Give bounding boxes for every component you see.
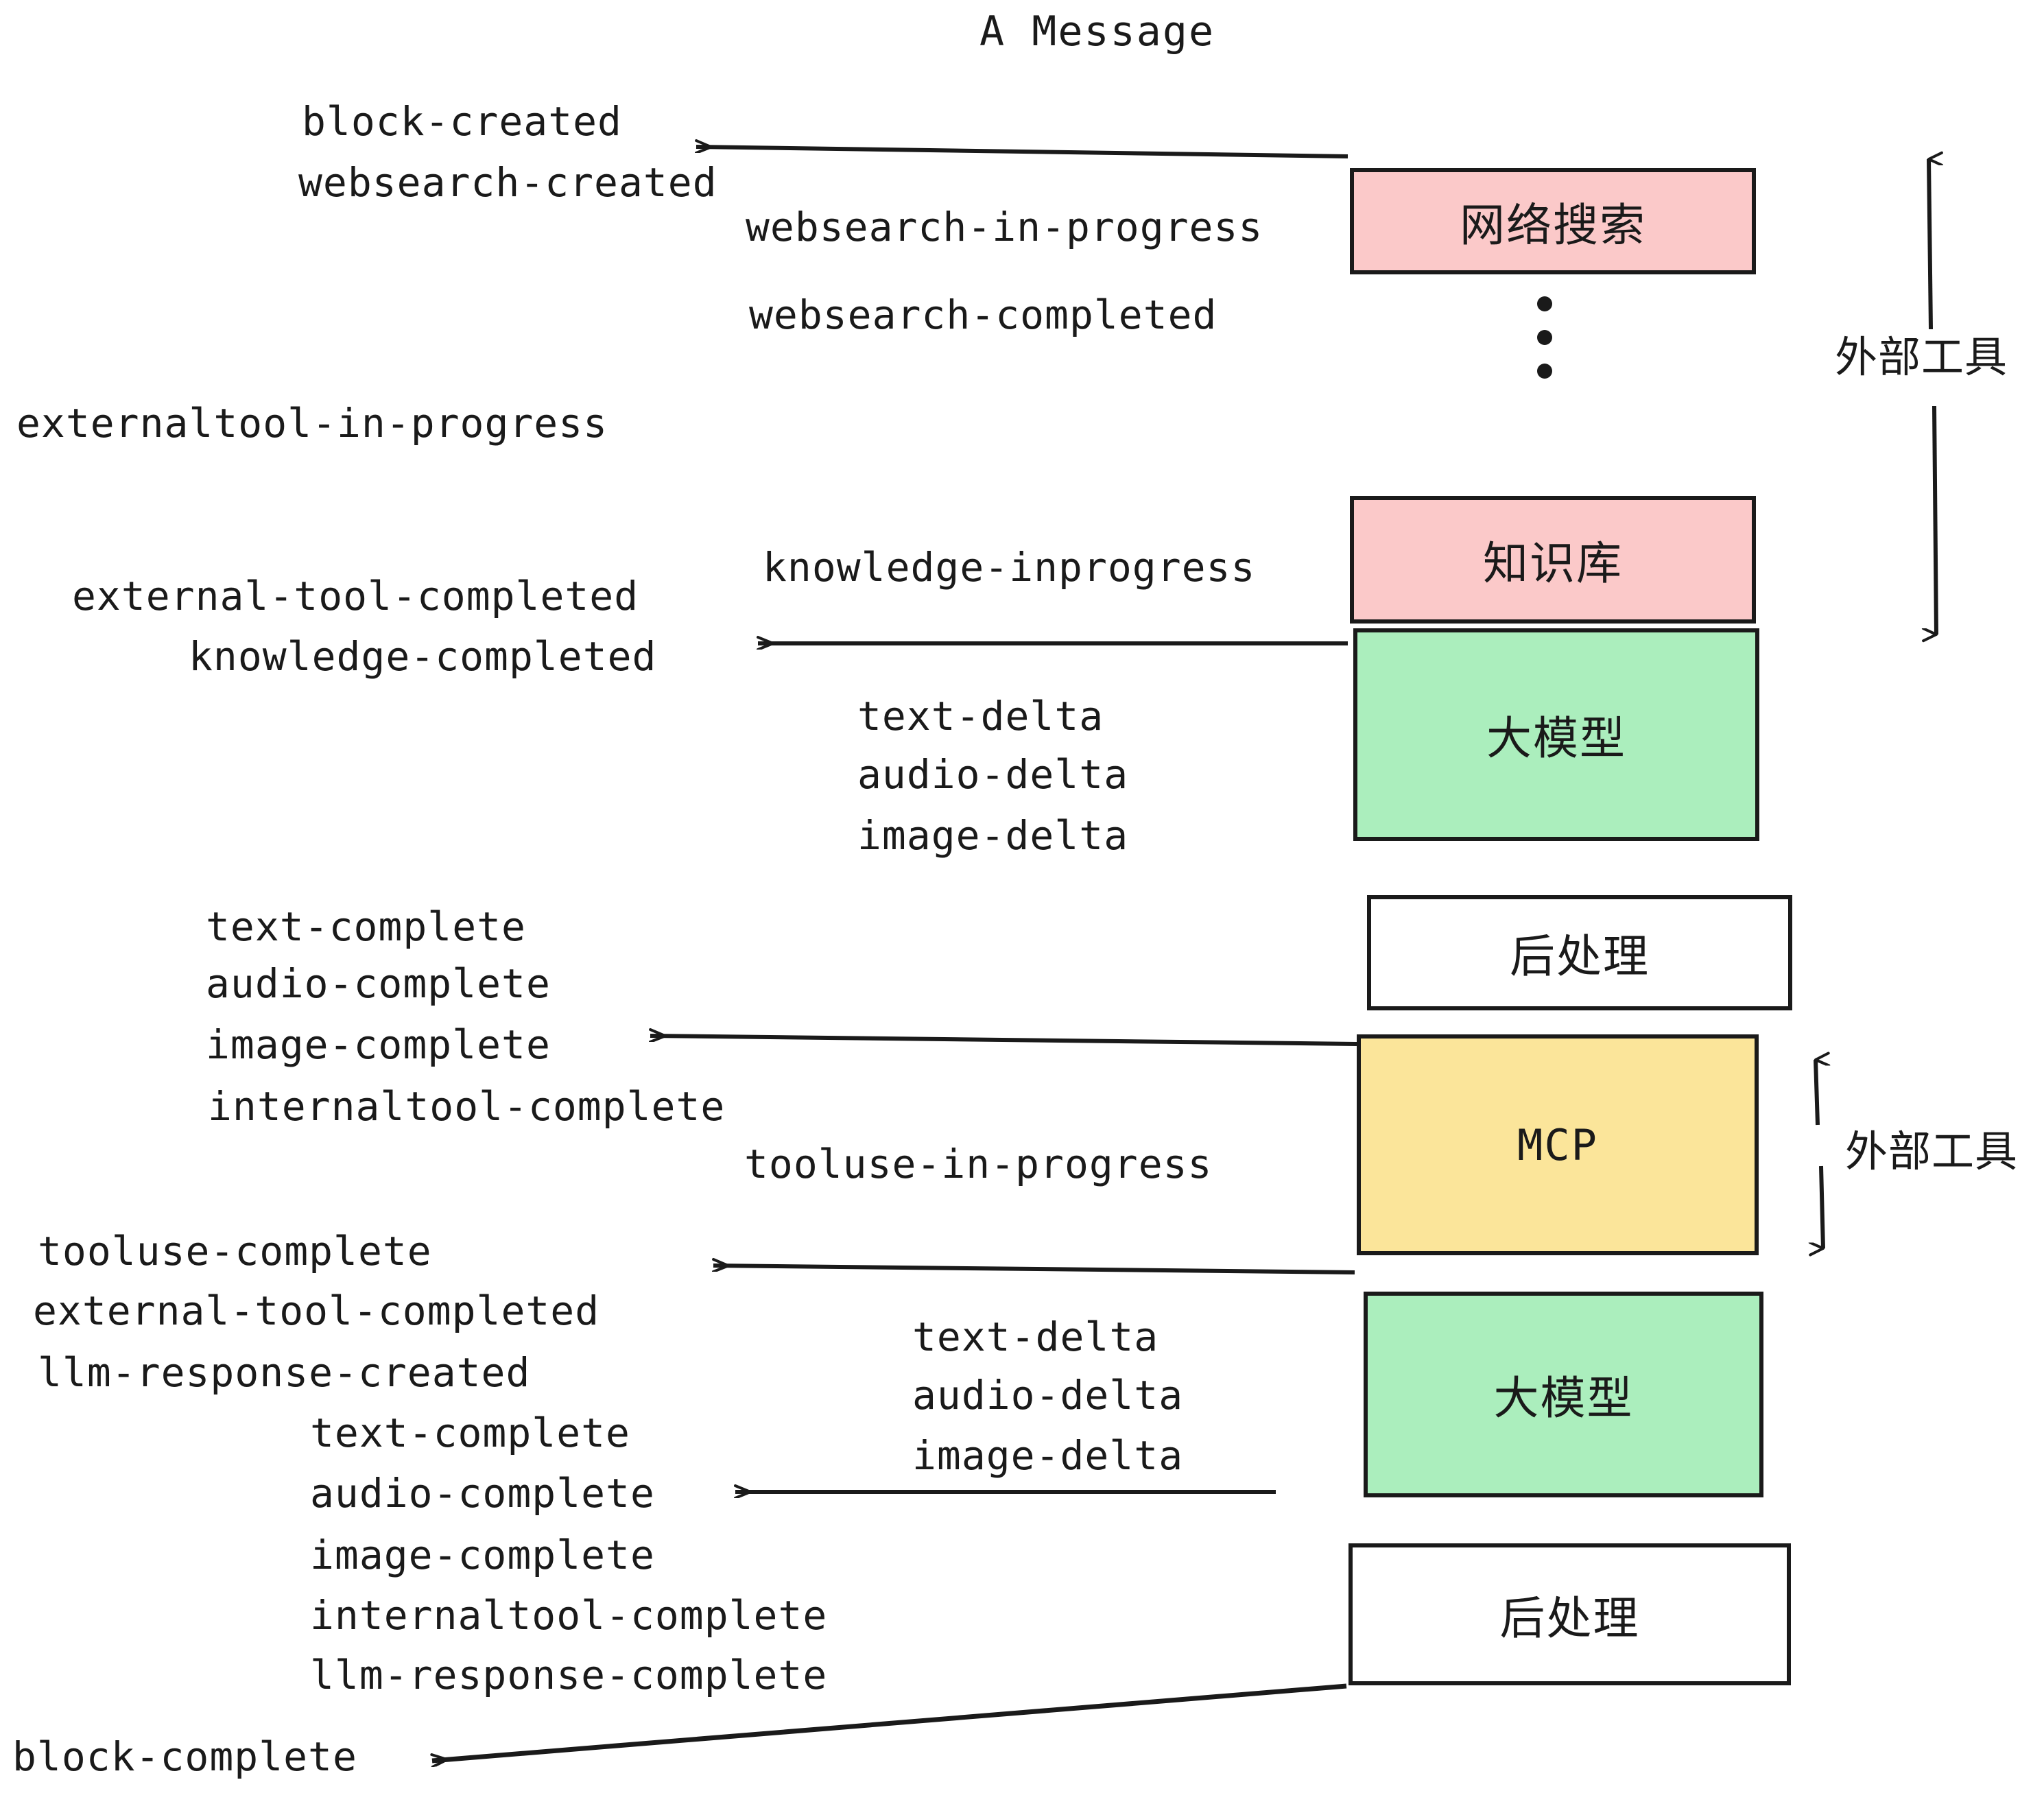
ellipsis-dot [1537,364,1552,379]
event-label-knowledge-inprogress: knowledge-inprogress [763,544,1256,591]
bracket-external-tools-top-up [1927,159,1931,330]
node-knowledge[interactable]: 知识库 [1350,496,1756,624]
event-label-text-delta-2: text-delta [912,1314,1159,1360]
node-mcp[interactable]: MCP [1357,1034,1759,1255]
bracket-external-tools-top-down [1934,405,1938,634]
event-label-image-delta-1: image-delta [857,812,1129,859]
node-llm-second-label: 大模型 [1493,1372,1634,1425]
arrow-websearch-to-created [696,147,1348,158]
event-label-knowledge-completed: knowledge-completed [189,633,657,680]
event-label-internaltool-complete-2: internaltool-complete [310,1592,828,1639]
event-label-text-complete-2: text-complete [310,1410,630,1456]
event-label-block-complete: block-complete [12,1733,357,1780]
event-label-llm-response-created: llm-response-created [38,1349,531,1396]
event-label-external-tool-completed-1: external-tool-completed [72,573,639,619]
node-postprocess-second-label: 后处理 [1499,1591,1640,1645]
event-label-audio-delta-2: audio-delta [912,1372,1184,1419]
arrow-postprocess-to-image-complete [650,1036,1357,1046]
node-knowledge-label: 知识库 [1483,537,1623,590]
event-label-external-tool-completed-2: external-tool-completed [33,1287,600,1334]
arrow-mcp-to-tooluse-complete [713,1266,1355,1274]
bracket-external-tools-bottom-up [1814,1060,1818,1126]
event-label-text-complete-1: text-complete [206,903,526,950]
event-label-image-complete-2: image-complete [310,1532,655,1578]
event-label-audio-complete-2: audio-complete [310,1470,655,1517]
node-postprocess-first-label: 后处理 [1510,930,1650,983]
event-label-externaltool-in-progress: externaltool-in-progress [16,400,608,447]
event-label-internaltool-complete-1: internaltool-complete [208,1083,726,1130]
node-websearch[interactable]: 网络搜索 [1350,168,1756,274]
event-label-websearch-created: websearch-created [298,159,717,206]
ellipsis-dot [1537,330,1552,345]
side-label-external-tools-top: 外部工具 [1835,332,2008,382]
event-label-websearch-in-progress: websearch-in-progress [746,204,1263,250]
event-label-websearch-completed: websearch-completed [749,292,1217,338]
ellipsis-dot [1537,296,1552,311]
page-title: A Message [979,8,1215,56]
node-mcp-label: MCP [1517,1119,1598,1170]
event-label-llm-response-complete: llm-response-complete [310,1652,828,1698]
node-llm-second[interactable]: 大模型 [1364,1292,1763,1497]
node-llm-first-label: 大模型 [1486,712,1626,765]
event-label-image-complete-1: image-complete [206,1021,551,1068]
event-label-image-delta-2: image-delta [912,1432,1184,1479]
vertical-ellipsis-icon [1536,296,1553,379]
node-llm-first[interactable]: 大模型 [1353,628,1759,841]
node-postprocess-second[interactable]: 后处理 [1348,1543,1791,1685]
node-postprocess-first[interactable]: 后处理 [1367,895,1792,1010]
event-label-tooluse-complete: tooluse-complete [38,1228,432,1274]
event-label-audio-complete-1: audio-complete [206,960,551,1007]
event-label-block-created: block-created [302,98,622,145]
event-label-text-delta-1: text-delta [857,693,1104,739]
node-websearch-label: 网络搜索 [1460,198,1646,252]
event-label-tooluse-in-progress: tooluse-in-progress [744,1141,1213,1187]
bracket-external-tools-bottom-down [1821,1165,1825,1248]
event-label-audio-delta-1: audio-delta [857,751,1129,798]
side-label-external-tools-bottom: 外部工具 [1845,1126,2019,1176]
